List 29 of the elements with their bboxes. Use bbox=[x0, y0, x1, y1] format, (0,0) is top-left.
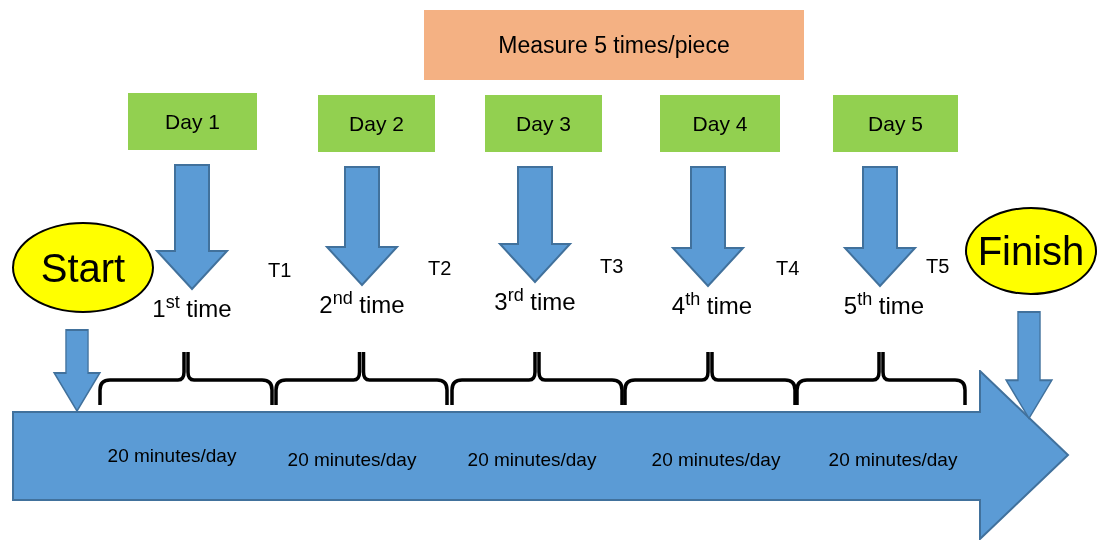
interval-label: T5 bbox=[926, 256, 950, 276]
step-text: 3$^{rd}$ time bbox=[480, 283, 590, 321]
day-box: Day 1 bbox=[128, 93, 257, 150]
block-arrow bbox=[1004, 311, 1054, 420]
interval-label: T2 bbox=[428, 258, 452, 278]
day-box: Day 2 bbox=[318, 95, 435, 152]
step-text: 2$^{nd}$ time bbox=[307, 286, 417, 324]
terminal-oval: Start bbox=[12, 222, 154, 313]
block-arrow bbox=[52, 329, 102, 413]
terminal-oval: Finish bbox=[965, 207, 1097, 295]
title-box: Measure 5 times/piece bbox=[424, 10, 804, 80]
duration-text: 20 minutes/day bbox=[467, 450, 597, 469]
interval-label: T4 bbox=[776, 258, 800, 278]
block-arrow bbox=[842, 166, 918, 288]
block-arrow bbox=[670, 166, 746, 288]
block-arrow bbox=[497, 166, 573, 284]
duration-text: 20 minutes/day bbox=[287, 450, 417, 469]
duration-text: 20 minutes/day bbox=[107, 446, 237, 465]
duration-text: 20 minutes/day bbox=[651, 450, 781, 469]
day-box: Day 5 bbox=[833, 95, 958, 152]
step-text: 4$^{th}$ time bbox=[653, 287, 771, 325]
day-box: Day 3 bbox=[485, 95, 602, 152]
block-arrow bbox=[154, 164, 230, 291]
step-text: 5$^{th}$ time bbox=[825, 287, 943, 325]
duration-text: 20 minutes/day bbox=[828, 450, 958, 469]
day-box: Day 4 bbox=[660, 95, 780, 152]
interval-label: T1 bbox=[268, 260, 292, 280]
interval-label: T3 bbox=[600, 256, 624, 276]
block-arrow bbox=[324, 166, 400, 287]
